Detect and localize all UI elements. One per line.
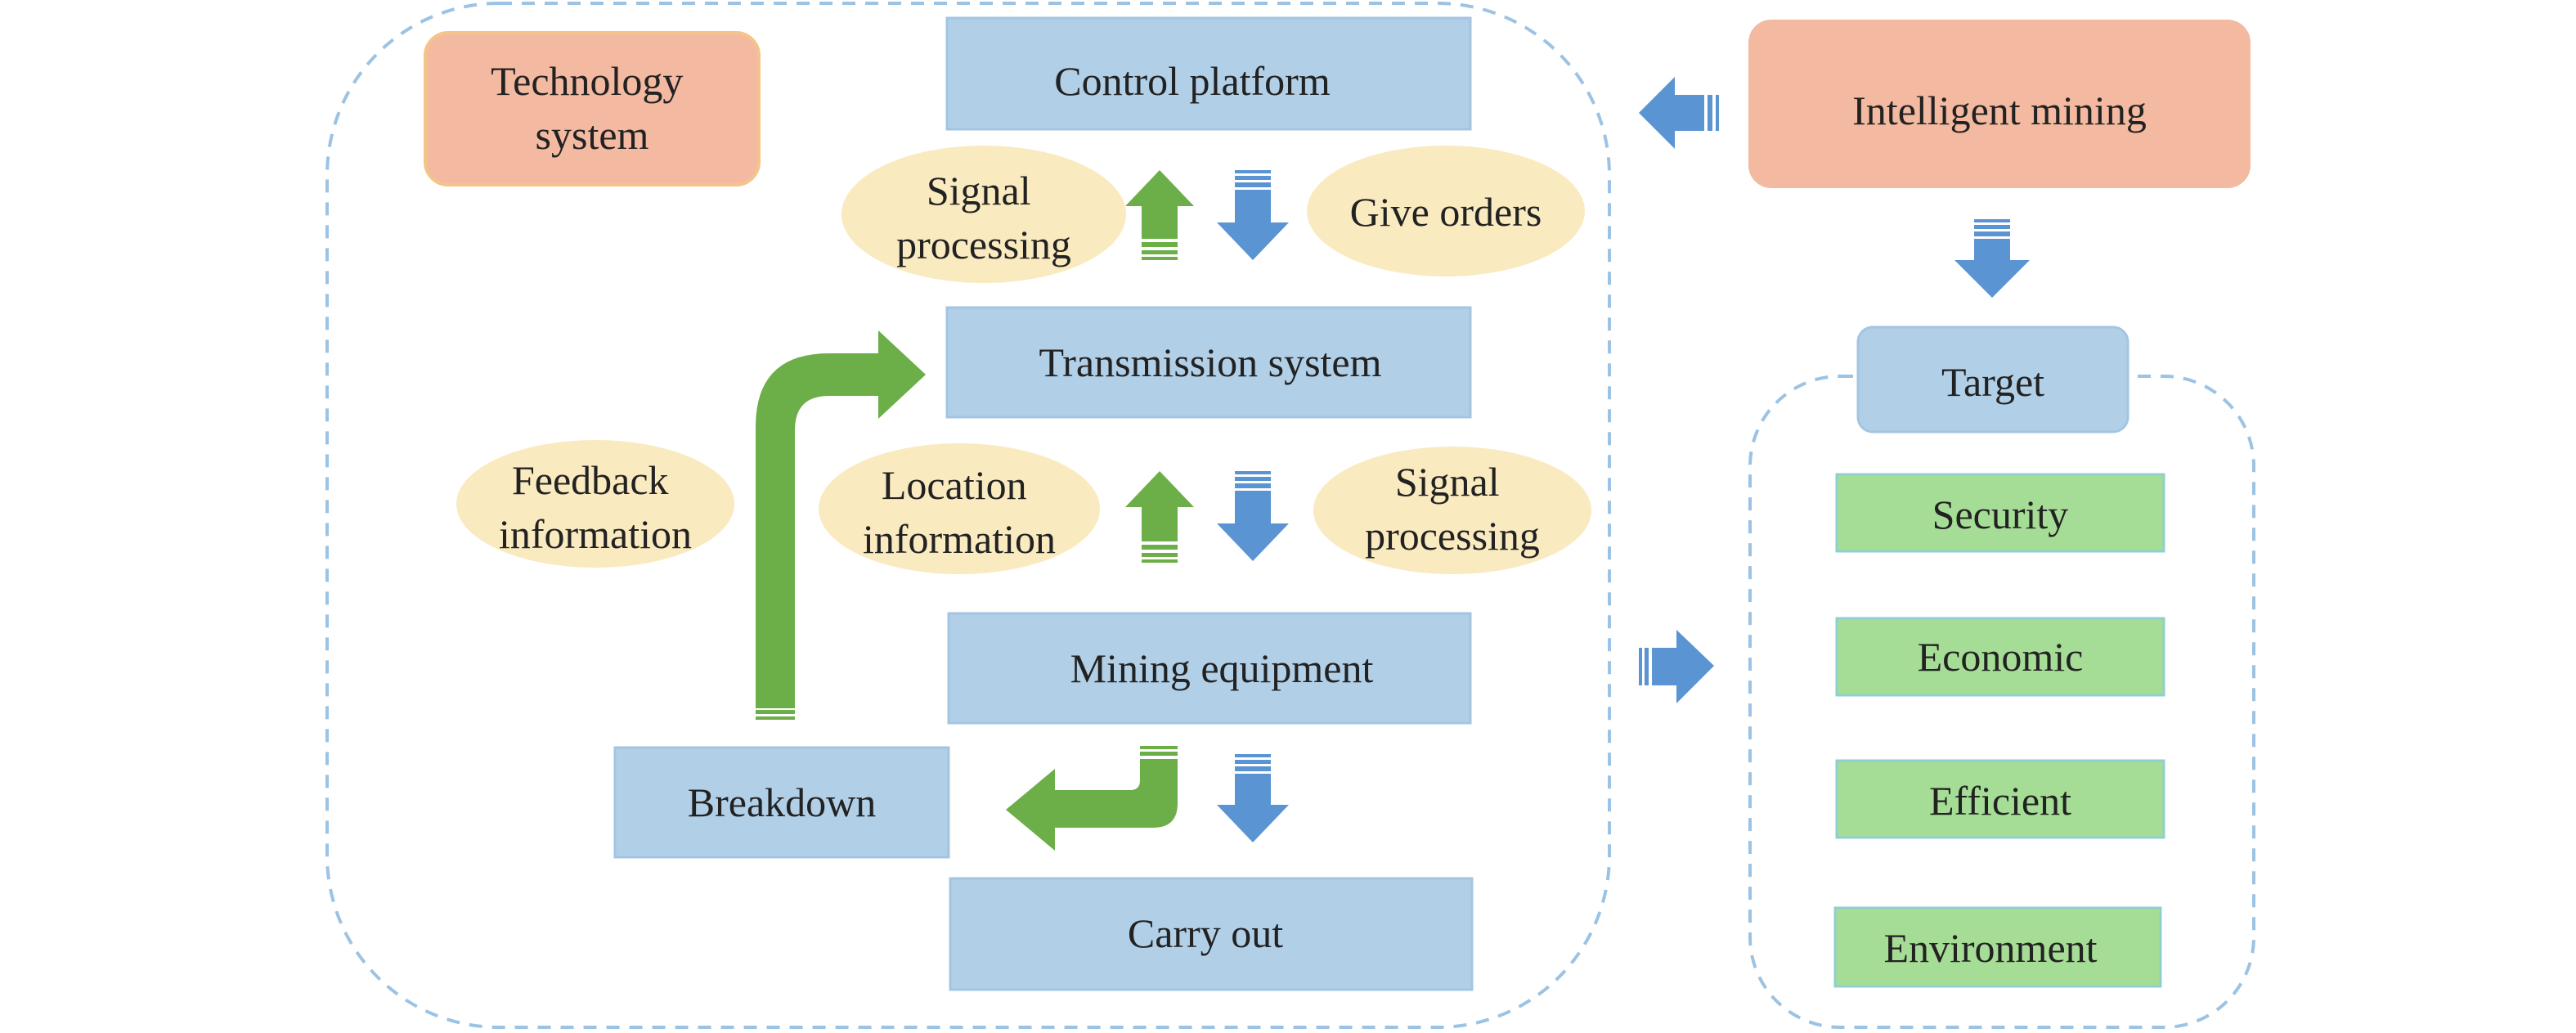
give-orders-label: Give orders bbox=[1350, 189, 1542, 235]
breakdown-arrow-icon bbox=[1006, 746, 1178, 851]
down-arrow-icon bbox=[1217, 754, 1289, 842]
left-arrow-icon bbox=[1639, 77, 1719, 149]
breakdown-box bbox=[613, 746, 950, 859]
target-item-efficient: Efficient bbox=[1929, 778, 2071, 824]
target-item-economic: Economic bbox=[1918, 634, 2084, 680]
feedback-information-label: Feedback information bbox=[499, 457, 692, 557]
location-information-ellipse bbox=[819, 443, 1100, 574]
up-arrow-icon bbox=[1125, 471, 1194, 563]
mining-equipment-box bbox=[947, 612, 1472, 725]
signal-processing-mid-label: Signal processing bbox=[1365, 459, 1540, 559]
give-orders-ellipse bbox=[1307, 146, 1585, 276]
target-item-efficient-box bbox=[1835, 759, 2165, 839]
signal-processing-top-ellipse bbox=[841, 146, 1126, 283]
intelligent-mining-box bbox=[1748, 20, 2251, 188]
technology-system-container bbox=[325, 2, 1611, 1029]
right-arrow-icon bbox=[1639, 630, 1714, 703]
mining-equipment-label: Mining equipment bbox=[1070, 645, 1374, 691]
feedback-arrow-icon bbox=[756, 330, 926, 720]
signal-processing-mid-ellipse bbox=[1313, 447, 1591, 574]
technology-system-label-box bbox=[424, 31, 761, 186]
control-platform-box bbox=[945, 16, 1472, 131]
feedback-information-ellipse bbox=[456, 440, 734, 568]
carry-out-box bbox=[949, 877, 1474, 991]
transmission-system-box bbox=[945, 306, 1472, 419]
carry-out-label: Carry out bbox=[1128, 910, 1283, 956]
target-item-security-box bbox=[1835, 473, 2165, 553]
control-platform-label: Control platform bbox=[1054, 58, 1331, 104]
technology-system-label: Technology system bbox=[491, 58, 693, 158]
target-label: Target bbox=[1941, 359, 2044, 405]
target-box bbox=[1856, 326, 2129, 433]
target-item-environment-box bbox=[1833, 906, 2162, 988]
breakdown-label: Breakdown bbox=[688, 779, 877, 825]
transmission-system-label: Transmission system bbox=[1039, 339, 1381, 385]
up-arrow-icon bbox=[1125, 170, 1194, 260]
down-arrow-icon bbox=[1217, 471, 1289, 561]
intelligent-mining-label: Intelligent mining bbox=[1852, 88, 2147, 133]
target-item-environment: Environment bbox=[1883, 925, 2097, 971]
target-item-security: Security bbox=[1932, 492, 2069, 537]
location-information-label: Location information bbox=[863, 462, 1056, 562]
down-arrow-icon bbox=[1217, 170, 1289, 260]
signal-processing-top-label: Signal processing bbox=[896, 168, 1071, 267]
down-arrow-icon bbox=[1954, 219, 2030, 298]
target-item-economic-box bbox=[1835, 617, 2165, 697]
